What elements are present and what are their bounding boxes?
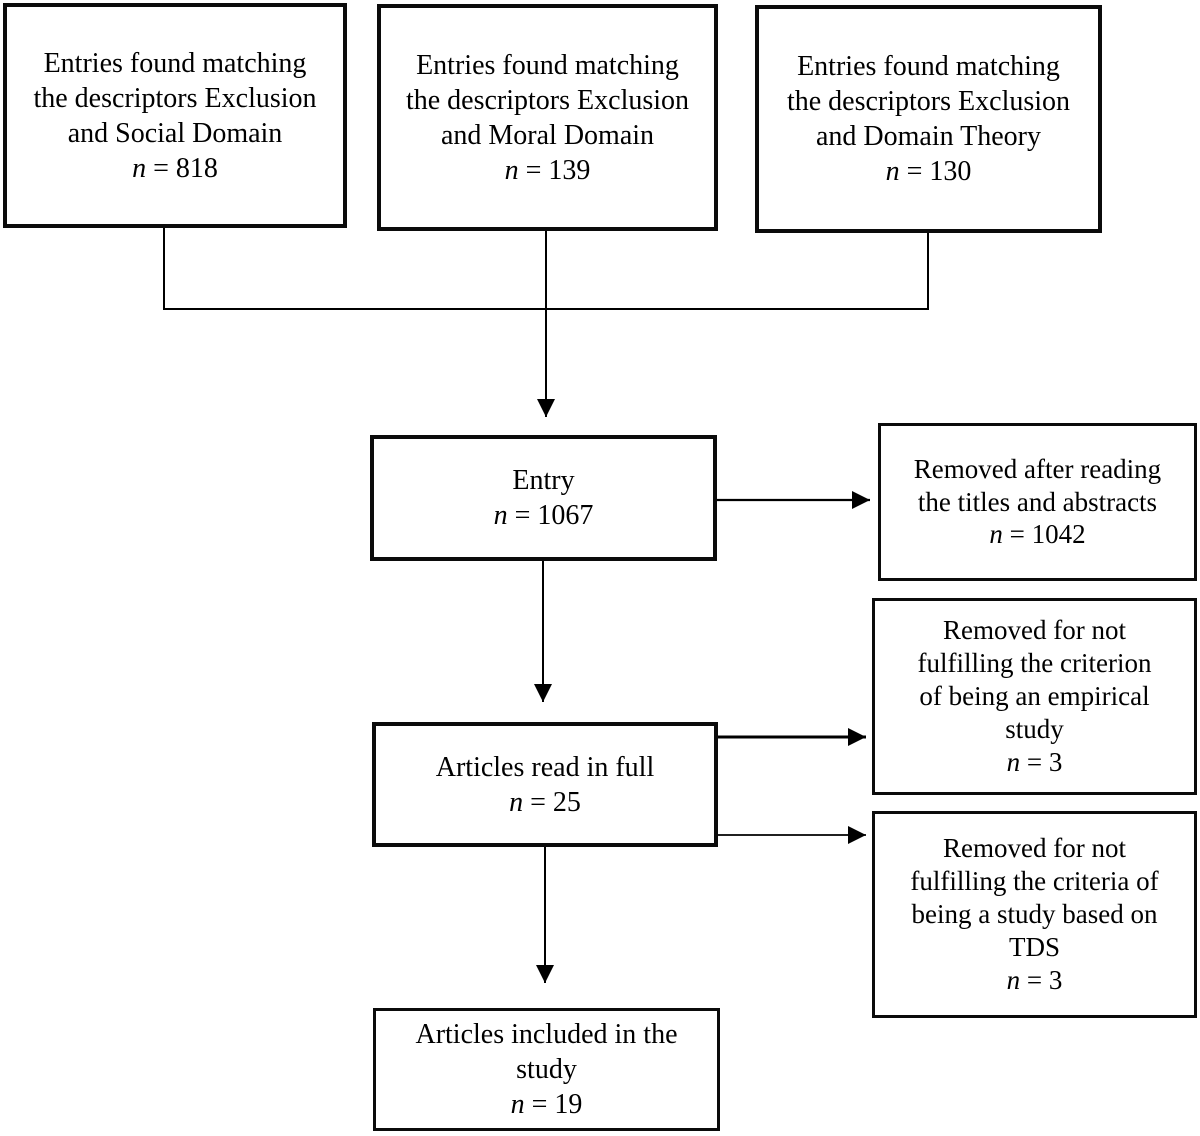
box-entries-social-domain: Entries found matching the descriptors E…	[3, 3, 347, 228]
n-variable: n	[132, 152, 147, 184]
box-text: Articles included in the study	[415, 1019, 678, 1085]
box-removed-abstracts: Removed after reading the titles and abs…	[878, 423, 1197, 581]
box-text: Entries found matching the descriptors E…	[405, 49, 690, 151]
n-value: = 19	[524, 1089, 583, 1120]
n-value: = 1042	[1002, 519, 1086, 550]
n-value: = 25	[523, 786, 581, 818]
box-entries-moral-domain: Entries found matching the descriptors E…	[377, 4, 718, 231]
box-text: Removed for not fulfilling the criterion…	[917, 615, 1152, 744]
box-removed-not-tds: Removed for not fulfilling the criteria …	[872, 811, 1197, 1018]
n-value: = 130	[899, 156, 972, 187]
box-text: Removed for not fulfilling the criteria …	[910, 833, 1159, 962]
box-text: Articles read in full	[435, 751, 655, 783]
n-value: = 3	[1020, 964, 1063, 995]
n-variable: n	[1006, 964, 1021, 995]
box-count: n = 25	[436, 785, 654, 820]
box-count: n = 818	[33, 151, 316, 186]
box-count: n = 3	[918, 746, 1152, 779]
n-variable: n	[504, 154, 519, 186]
n-variable: n	[1006, 746, 1021, 777]
box-text: Entry	[512, 465, 575, 496]
box-count: n = 139	[406, 153, 689, 188]
box-articles-read-full: Articles read in full n = 25	[372, 722, 718, 847]
n-value: = 3	[1020, 746, 1063, 777]
box-removed-not-empirical: Removed for not fulfilling the criterion…	[872, 598, 1197, 795]
box-count: n = 19	[415, 1087, 677, 1122]
n-value: = 818	[146, 152, 218, 184]
box-articles-included: Articles included in the study n = 19	[373, 1008, 720, 1131]
box-text: Removed after reading the titles and abs…	[913, 453, 1162, 517]
n-variable: n	[509, 786, 524, 818]
n-variable: n	[510, 1089, 525, 1120]
box-count: n = 1042	[914, 518, 1161, 551]
box-count: n = 3	[910, 964, 1158, 997]
box-count: n = 1067	[494, 498, 594, 533]
box-text: Entries found matching the descriptors E…	[33, 47, 317, 149]
box-count: n = 130	[787, 154, 1070, 189]
n-variable: n	[989, 519, 1003, 550]
box-text: Entries found matching the descriptors E…	[786, 51, 1071, 152]
n-variable: n	[493, 500, 508, 531]
n-value: = 139	[518, 154, 591, 186]
n-variable: n	[885, 156, 900, 187]
box-entry: Entry n = 1067	[370, 435, 717, 561]
n-value: = 1067	[507, 500, 594, 531]
box-entries-domain-theory: Entries found matching the descriptors E…	[755, 5, 1102, 233]
